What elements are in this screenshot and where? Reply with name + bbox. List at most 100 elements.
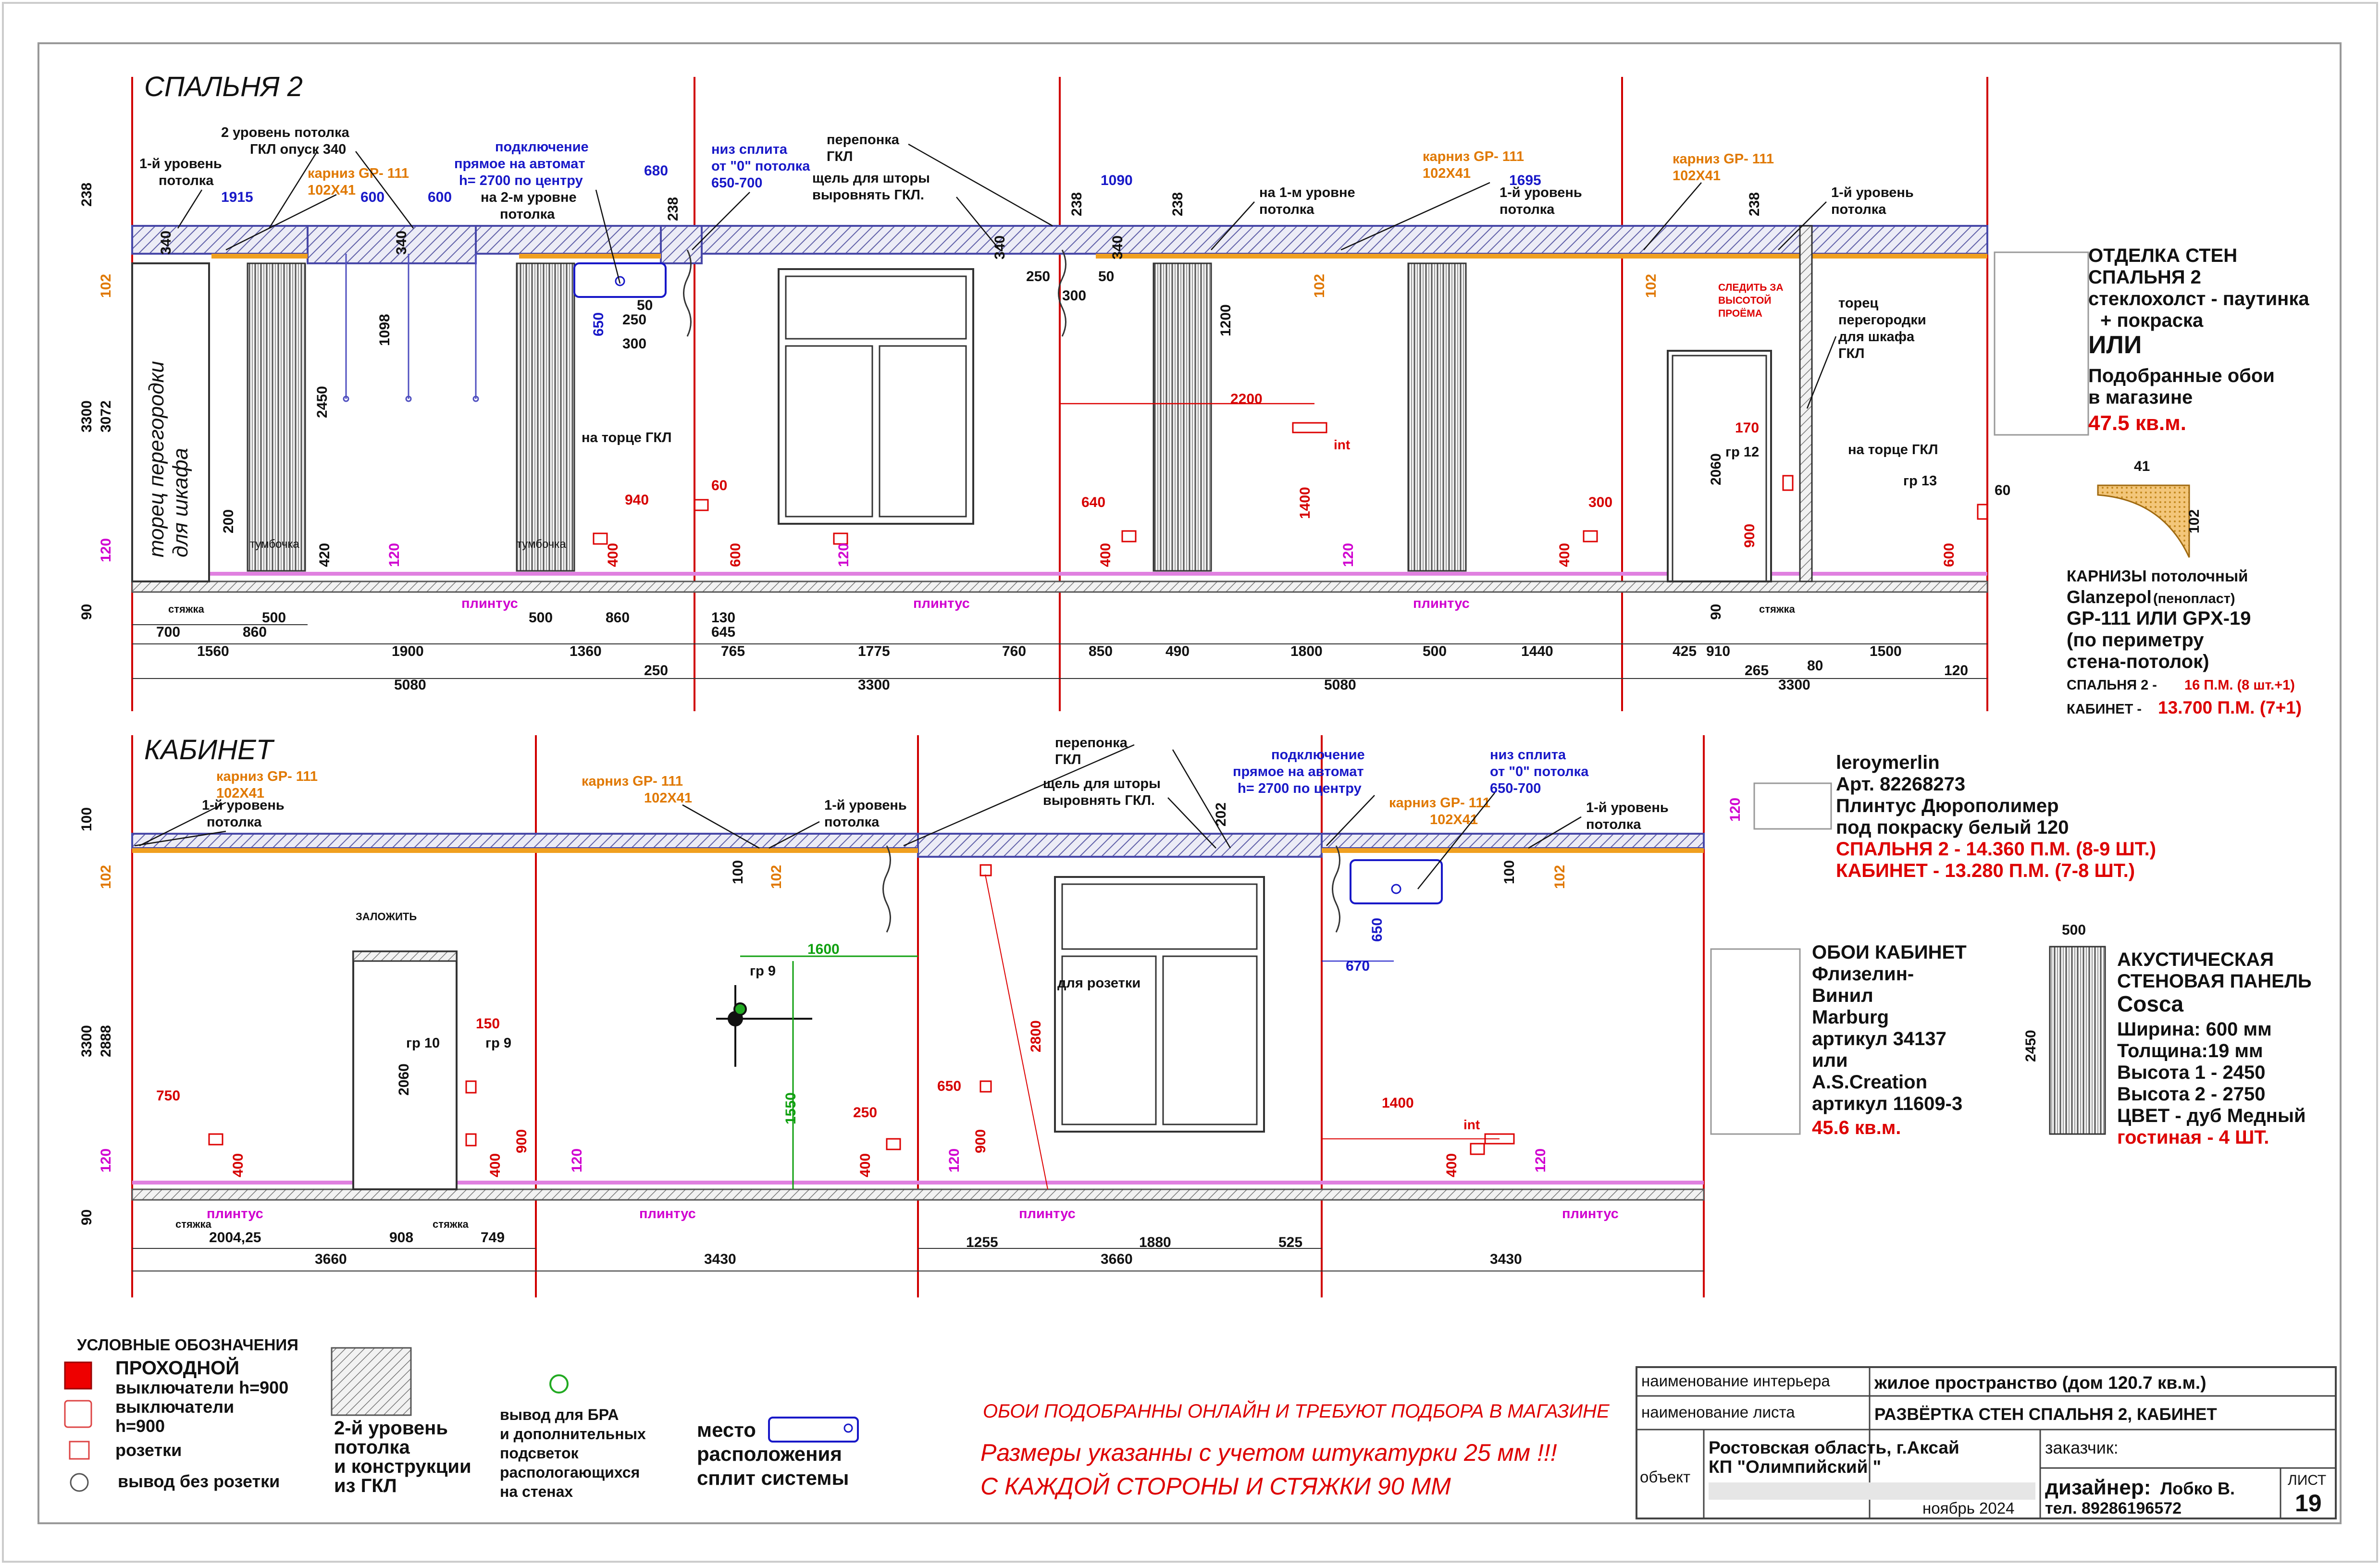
office-wall1: карниз GP- 111 102X41 1-й уровень потолк… bbox=[79, 769, 1704, 1271]
office-wall2: карниз GP- 111 102X41 1-й уровень потолк… bbox=[569, 774, 918, 1267]
svg-text:3300: 3300 bbox=[1778, 677, 1810, 693]
office-corner-lines bbox=[131, 735, 1705, 1297]
svg-text:КАБИНЕТ -: КАБИНЕТ - bbox=[2067, 702, 2142, 717]
svg-text:130: 130 bbox=[711, 610, 735, 626]
svg-text:вывод для БРА: вывод для БРА bbox=[500, 1406, 619, 1423]
svg-text:102: 102 bbox=[1643, 274, 1659, 298]
svg-text:900: 900 bbox=[1742, 524, 1758, 548]
svg-text:из ГКЛ: из ГКЛ bbox=[334, 1475, 397, 1496]
svg-text:1400: 1400 bbox=[1382, 1095, 1414, 1111]
svg-text:стеклохолст - паутинка: стеклохолст - паутинка bbox=[2088, 288, 2309, 309]
socket-2 bbox=[694, 499, 709, 511]
svg-text:и дополнительных: и дополнительных bbox=[500, 1425, 646, 1443]
svg-text:120: 120 bbox=[1533, 1148, 1549, 1172]
svg-text:13.700 П.М. (7+1): 13.700 П.М. (7+1) bbox=[2158, 698, 2302, 717]
bedroom-dim-lines-1 bbox=[132, 624, 694, 679]
split-unit-2 bbox=[1350, 859, 1443, 904]
svg-text:ноябрь 2024: ноябрь 2024 bbox=[1922, 1499, 2014, 1517]
svg-text:наименование интерьера: наименование интерьера bbox=[1641, 1372, 1830, 1390]
svg-text:680: 680 bbox=[644, 163, 668, 179]
office-plinth-note-4: плинтус bbox=[1562, 1206, 1619, 1222]
svg-text:425: 425 bbox=[1673, 643, 1697, 659]
svg-text:90: 90 bbox=[1708, 604, 1724, 620]
office-wall3-dimensions: 202 2800 650 900 120 1255 1880 525 3660 bbox=[937, 802, 1302, 1267]
socket-symbol bbox=[69, 1441, 90, 1460]
svg-text:400: 400 bbox=[605, 543, 621, 567]
cornice-note-b: 102X41 bbox=[308, 183, 356, 198]
svg-text:600: 600 bbox=[1941, 543, 1957, 567]
office-plinth-note-3: плинтус bbox=[1019, 1206, 1076, 1222]
bedroom-ceiling-level2 bbox=[307, 225, 477, 264]
wardrobe-partition-end bbox=[131, 262, 210, 582]
svg-text:распологающихся: распологающихся bbox=[500, 1464, 640, 1481]
end-note-c: для шкафа bbox=[1838, 329, 1915, 345]
svg-text:артикул 11609-3: артикул 11609-3 bbox=[1812, 1093, 1962, 1114]
svg-text:650: 650 bbox=[937, 1078, 961, 1094]
pass-switch-symbol bbox=[64, 1361, 92, 1390]
svg-text:артикул 34137: артикул 34137 bbox=[1812, 1028, 1946, 1049]
cornice-note-a: карниз GP- 111 bbox=[308, 166, 409, 181]
plinth-note-3: плинтус bbox=[1413, 596, 1470, 611]
svg-text:238: 238 bbox=[1069, 192, 1085, 216]
svg-text:60: 60 bbox=[711, 478, 727, 494]
svg-text:3300: 3300 bbox=[79, 1025, 95, 1057]
svg-text:1400: 1400 bbox=[1297, 487, 1313, 519]
svg-text:объект: объект bbox=[1640, 1468, 1690, 1486]
svg-text:850: 850 bbox=[1089, 643, 1113, 659]
svg-text:400: 400 bbox=[1098, 543, 1114, 567]
svg-text:потолка: потолка bbox=[334, 1437, 410, 1458]
socket-note: для розетки bbox=[1057, 975, 1140, 991]
gap-note-a: щель для шторы bbox=[812, 171, 930, 186]
acoustic-panel-3 bbox=[1153, 262, 1212, 572]
office-cornice-strip bbox=[132, 848, 1704, 853]
svg-text:+ покраска: + покраска bbox=[2100, 310, 2204, 331]
svg-text:860: 860 bbox=[243, 624, 267, 640]
svg-text:102: 102 bbox=[1552, 865, 1568, 889]
acoustic-panel-2 bbox=[516, 262, 575, 572]
nightstand-label-2: тумбочка bbox=[517, 538, 566, 551]
svg-text:102: 102 bbox=[1312, 274, 1327, 298]
level1-note-e: 1-й уровень bbox=[1500, 185, 1582, 200]
svg-text:90: 90 bbox=[79, 604, 95, 620]
watch-note-b: ВЫСОТОЙ bbox=[1718, 295, 1771, 306]
split-note-b: от "0" потолка bbox=[711, 159, 810, 174]
nightstand-label-1: тумбочка bbox=[250, 538, 299, 551]
svg-text:РАЗВЁРТКА СТЕН СПАЛЬНЯ 2, КАБИ: РАЗВЁРТКА СТЕН СПАЛЬНЯ 2, КАБИНЕТ bbox=[1874, 1405, 2217, 1424]
office-wall2-dimensions: 100 102 120 1600 1550 400 250 3430 bbox=[569, 860, 877, 1267]
gkl-partition bbox=[1799, 225, 1813, 582]
svg-text:Плинтус Дюрополимер: Плинтус Дюрополимер bbox=[1836, 795, 2059, 816]
ac-note-b: прямое на автомат bbox=[454, 156, 585, 172]
svg-text:ПРОХОДНОЙ: ПРОХОДНОЙ bbox=[115, 1357, 239, 1379]
svg-text:300: 300 bbox=[1588, 494, 1612, 510]
ac-note-c: h= 2700 по центру bbox=[459, 173, 583, 188]
svg-text:2004,25: 2004,25 bbox=[209, 1230, 261, 1246]
svg-text:340: 340 bbox=[1110, 235, 1126, 259]
svg-text:250: 250 bbox=[644, 663, 668, 679]
svg-text:16 П.М. (8 шт.+1): 16 П.М. (8 шт.+1) bbox=[2184, 678, 2295, 693]
svg-text:расположения: расположения bbox=[697, 1443, 842, 1465]
svg-text:АКУСТИЧЕСКАЯ: АКУСТИЧЕСКАЯ bbox=[2117, 949, 2274, 970]
acoustic-panel-4 bbox=[1407, 262, 1467, 572]
svg-text:45.6 кв.м.: 45.6 кв.м. bbox=[1812, 1117, 1901, 1138]
svg-text:Cosca: Cosca bbox=[2117, 991, 2183, 1016]
group-9-label-a: гр 9 bbox=[485, 1036, 511, 1051]
level1-note-c: на 1-м уровне bbox=[1259, 185, 1355, 200]
svg-text:120: 120 bbox=[386, 543, 402, 567]
end-note-a: торец bbox=[1838, 296, 1878, 311]
svg-text:500: 500 bbox=[262, 610, 286, 626]
svg-text:120: 120 bbox=[1727, 798, 1743, 822]
svg-text:300: 300 bbox=[622, 336, 646, 352]
internet-label-2: int bbox=[1463, 1117, 1480, 1132]
svg-text:120: 120 bbox=[98, 1148, 114, 1172]
svg-text:3072: 3072 bbox=[98, 400, 114, 432]
office-screed-1: стяжка bbox=[175, 1218, 211, 1230]
svg-text:вывод без розетки: вывод без розетки bbox=[118, 1471, 280, 1491]
bedroom-title: СПАЛЬНЯ 2 bbox=[144, 71, 303, 102]
socket-1 bbox=[593, 532, 608, 545]
svg-text:жилое пространство (дом 120.7: жилое пространство (дом 120.7 кв.м.) bbox=[1874, 1373, 2206, 1393]
svg-text:Высота 1 - 2450: Высота 1 - 2450 bbox=[2117, 1062, 2265, 1083]
svg-text:1800: 1800 bbox=[1290, 643, 1323, 659]
svg-text:3300: 3300 bbox=[858, 677, 890, 693]
screed-note-1: стяжка bbox=[168, 603, 204, 615]
svg-text:2450: 2450 bbox=[314, 386, 330, 418]
